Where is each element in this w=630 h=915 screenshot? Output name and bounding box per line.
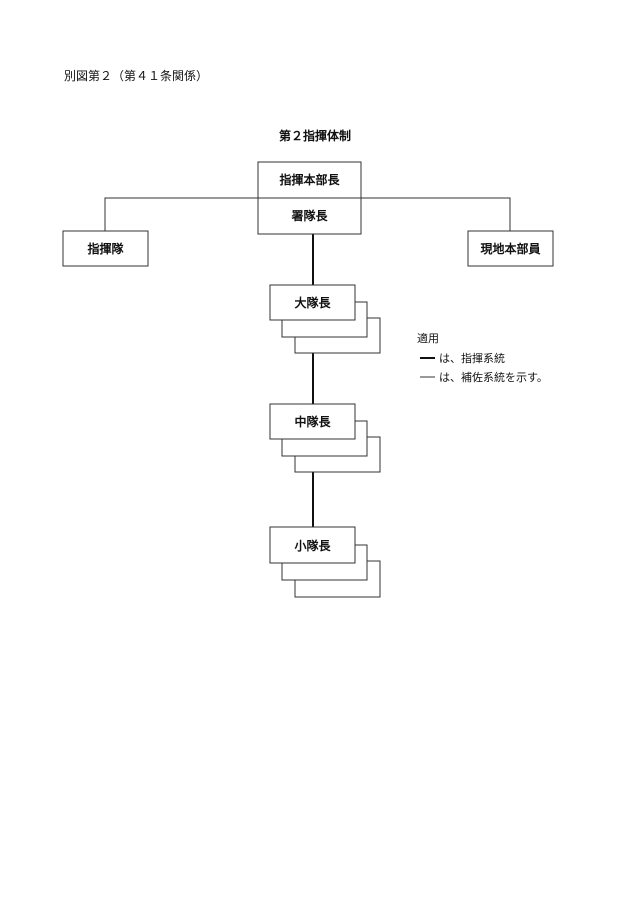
legend: 適用 は、指揮系統 は、補佐系統を示す。 bbox=[417, 331, 548, 384]
company-chief-label: 中隊長 bbox=[294, 414, 331, 429]
document-heading: 別図第２（第４１条関係） bbox=[64, 69, 209, 83]
command-unit-box: 指揮隊 bbox=[62, 230, 149, 267]
squad-chief-stack: 小隊長 bbox=[269, 526, 381, 598]
support-line-left bbox=[104, 197, 258, 231]
legend-title: 適用 bbox=[417, 331, 439, 345]
battalion-chief-stack: 大隊長 bbox=[269, 284, 381, 354]
company-chief-stack: 中隊長 bbox=[269, 403, 381, 473]
legend-command-line-text: は、指揮系統 bbox=[439, 351, 505, 365]
field-hq-member-box: 現地本部員 bbox=[467, 230, 554, 267]
diagram-title: 第２指揮体制 bbox=[278, 129, 351, 143]
battalion-chief-label: 大隊長 bbox=[294, 295, 331, 310]
hq-box: 指揮本部長 署隊長 bbox=[257, 161, 362, 235]
hq-bottom-label: 署隊長 bbox=[290, 208, 328, 223]
support-line-right bbox=[361, 197, 511, 231]
hq-top-label: 指揮本部長 bbox=[279, 172, 340, 187]
squad-chief-label: 小隊長 bbox=[294, 538, 331, 553]
field-hq-member-label: 現地本部員 bbox=[480, 241, 540, 256]
command-unit-label: 指揮隊 bbox=[87, 241, 124, 256]
legend-support-line-text: は、補佐系統を示す。 bbox=[439, 370, 548, 384]
